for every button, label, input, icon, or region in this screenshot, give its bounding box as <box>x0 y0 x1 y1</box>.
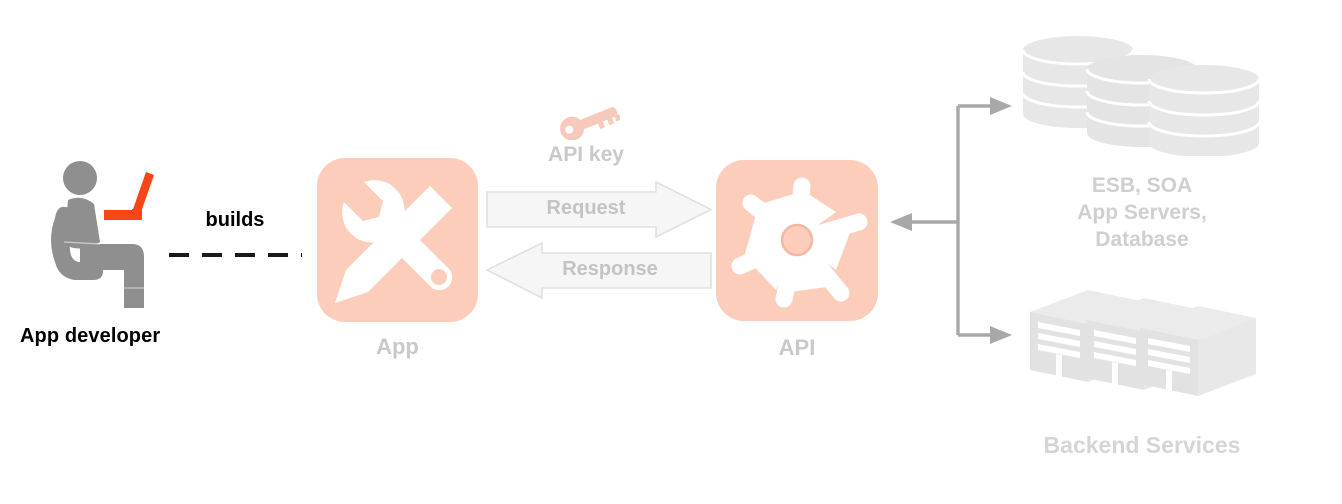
builds-label: builds <box>205 209 265 231</box>
database-label-line2: App Servers, <box>1077 201 1207 224</box>
api-label: API <box>778 335 816 360</box>
key-icon <box>556 100 622 141</box>
app-tile[interactable] <box>317 158 478 322</box>
wrench-and-pencil-icon <box>335 180 453 303</box>
api-key-label: API key <box>548 143 624 166</box>
response-arrow <box>485 241 712 300</box>
request-label: Request <box>546 197 626 219</box>
database-label-line3: Database <box>1095 228 1189 251</box>
backend-connector-lines <box>890 90 1015 360</box>
arrowhead-to-servers <box>990 326 1012 344</box>
arrowhead-to-api <box>890 213 912 231</box>
arrowhead-to-database <box>990 97 1012 115</box>
app-developer-label: App developer <box>20 325 161 347</box>
request-arrow <box>486 180 713 239</box>
builds-dashed-line <box>167 245 304 257</box>
database-cylinder-stack-icon <box>1021 36 1262 157</box>
server-rack-icon <box>1028 286 1258 396</box>
api-tile[interactable] <box>716 160 878 321</box>
database-label: ESB, SOA App Servers, Database <box>1002 172 1282 253</box>
app-label: App <box>376 334 419 359</box>
database-label-line1: ESB, SOA <box>1091 174 1193 197</box>
response-label: Response <box>562 258 658 280</box>
backend-services-label: Backend Services <box>1043 432 1241 458</box>
api-hub-starburst-icon <box>731 177 868 308</box>
seated-developer-icon <box>40 160 180 310</box>
